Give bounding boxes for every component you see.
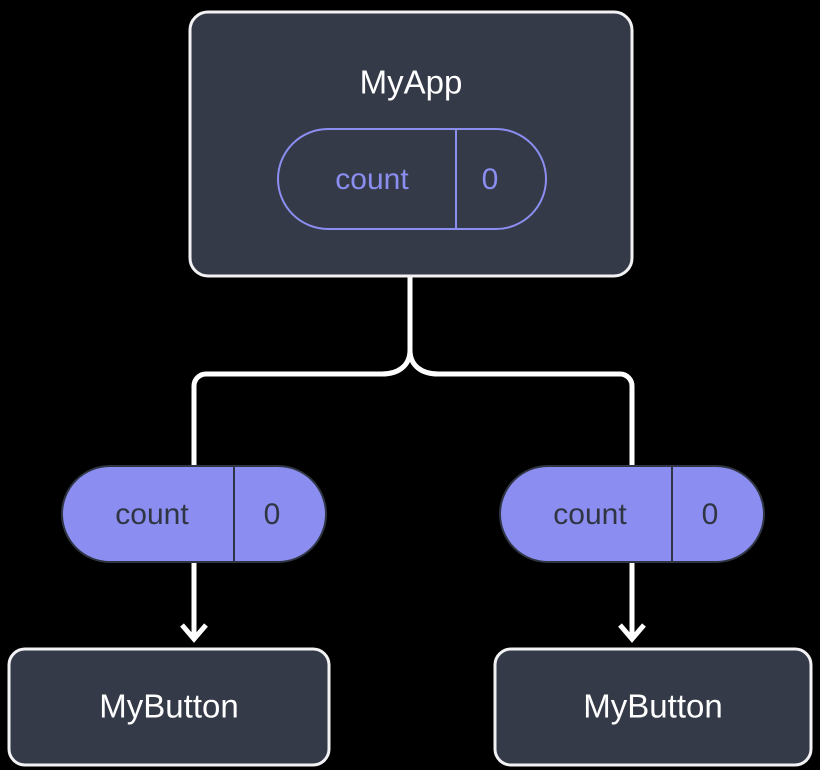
node-mybutton-left[interactable]: MyButton [7,647,331,767]
node-myapp[interactable]: MyApp count 0 [188,10,634,278]
node-mybutton-left-title: MyButton [99,688,238,725]
state-pill-right-value: 0 [702,498,719,531]
state-pill-root-value: 0 [482,163,499,196]
node-mybutton-right-card[interactable] [493,647,813,767]
node-mybutton-right-title: MyButton [583,688,722,725]
state-pill-left-key: count [115,498,189,531]
state-pill-left-body[interactable] [61,465,327,563]
node-mybutton-left-card[interactable] [7,647,331,767]
state-pill-right-key: count [553,498,627,531]
node-mybutton-right[interactable]: MyButton [493,647,813,767]
connector-group [180,276,646,643]
state-pill-root-outline[interactable] [277,128,547,230]
state-pill-left-value: 0 [264,498,281,531]
state-pill-right[interactable]: count 0 [499,465,765,563]
state-pill-root-key: count [335,163,409,196]
arrow-right-head-icon [618,623,646,643]
connector-branch-left [191,349,413,466]
state-pill-left[interactable]: count 0 [61,465,327,563]
state-pill-right-body[interactable] [499,465,765,563]
node-myapp-title: MyApp [360,64,463,101]
connector-branch-right [407,349,635,466]
arrow-left-head-icon [180,623,208,643]
state-pill-root[interactable]: count 0 [277,128,547,230]
node-myapp-card[interactable] [188,10,634,278]
